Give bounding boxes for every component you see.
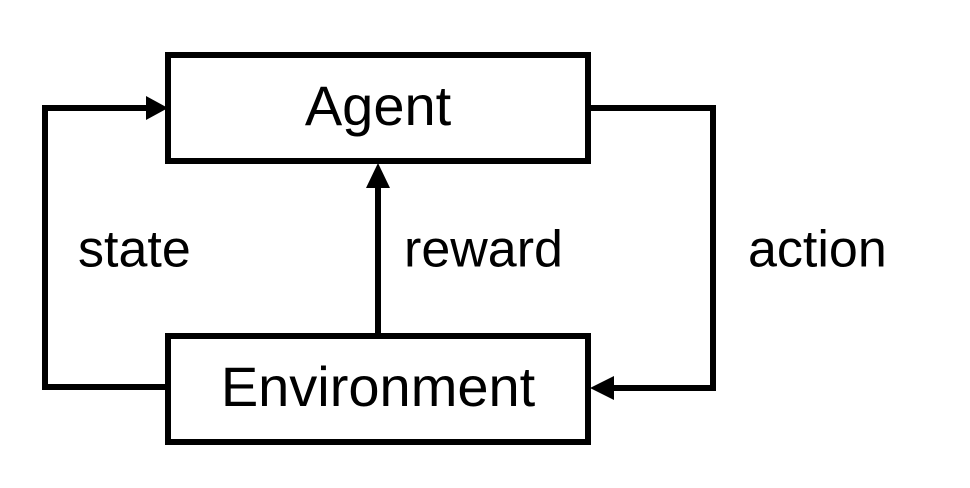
state-label: state: [78, 221, 191, 279]
agent-node: Agent: [165, 52, 591, 164]
action-label: action: [748, 221, 887, 279]
state-arrow-line: [42, 105, 168, 390]
action-arrow-line: [588, 105, 716, 391]
state-edge: state: [42, 96, 191, 390]
environment-label: Environment: [221, 355, 536, 418]
action-edge: action: [588, 105, 887, 400]
reward-edge: reward: [366, 163, 563, 336]
environment-node: Environment: [165, 333, 591, 445]
reward-arrow-head: [366, 163, 390, 188]
environment-box: [165, 333, 591, 445]
agent-label: Agent: [305, 74, 452, 137]
reward-label: reward: [404, 221, 563, 279]
action-arrow-head: [590, 376, 614, 400]
state-arrow-head: [146, 96, 168, 120]
